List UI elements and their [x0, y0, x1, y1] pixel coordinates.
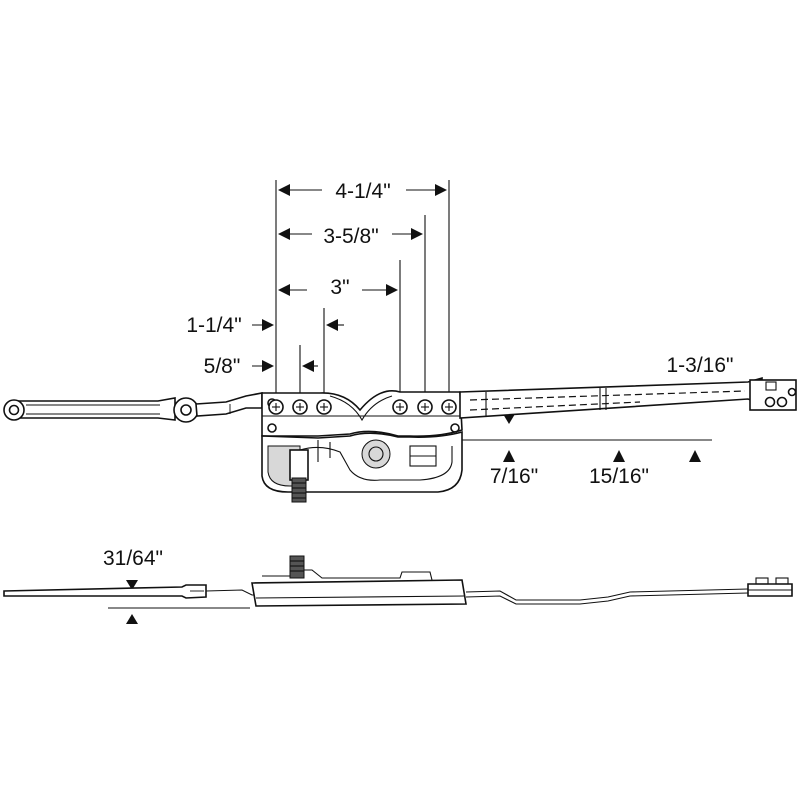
screw-hole	[292, 399, 308, 415]
dimension-5-8-arrows	[252, 360, 318, 372]
dim-label-7-16: 7/16"	[490, 465, 538, 488]
dim-label-3: 3"	[330, 276, 349, 299]
dimension-3-5-8-arrows	[278, 228, 423, 240]
dimension-7-16-15-16-baseline	[449, 439, 712, 462]
dimension-3-arrows	[278, 284, 398, 296]
main-arm-right	[459, 376, 763, 419]
screw-hole	[441, 399, 457, 415]
operator-mount-plate	[261, 390, 463, 437]
dim-label-1-3-16: 1-3/16"	[667, 354, 734, 377]
crank-stud	[289, 449, 309, 503]
screw-holes	[268, 399, 457, 415]
dim-label-5-8: 5/8"	[204, 355, 241, 378]
side-view	[3, 555, 793, 607]
link-arm-left	[3, 392, 263, 423]
dim-label-3-5-8: 3-5/8"	[323, 225, 378, 248]
screw-hole	[392, 399, 408, 415]
dim-label-31-64: 31/64"	[103, 547, 163, 570]
screw-hole	[417, 399, 433, 415]
dimension-31-64-arrows	[108, 580, 250, 624]
dim-label-1-1-4: 1-1/4"	[186, 314, 241, 337]
dim-label-15-16: 15/16"	[589, 465, 649, 488]
arm-end-bracket	[749, 379, 797, 411]
dimension-4-1-4-arrows	[278, 184, 447, 196]
screw-hole	[268, 399, 284, 415]
dimension-1-1-4-arrows	[252, 319, 344, 331]
screw-hole	[316, 399, 332, 415]
extension-lines	[275, 180, 450, 398]
dim-label-4-1-4: 4-1/4"	[335, 180, 390, 203]
